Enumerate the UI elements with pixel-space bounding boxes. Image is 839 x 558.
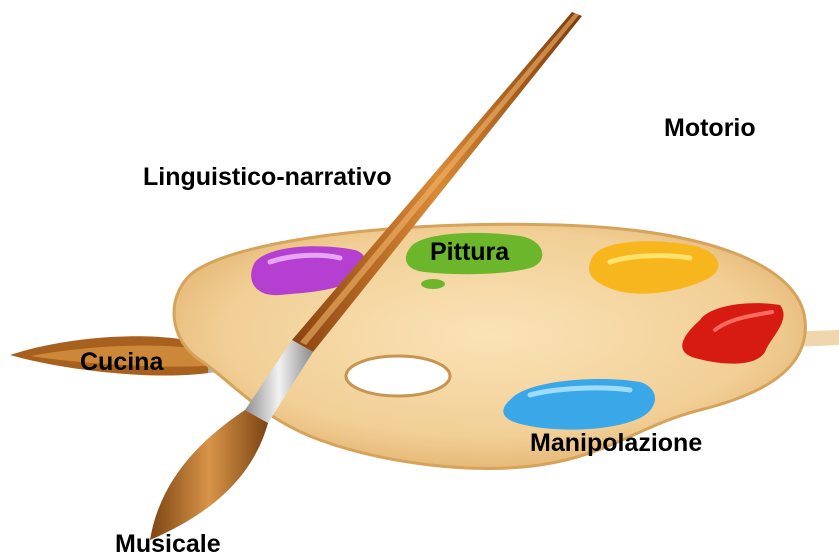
label-manipolazione: Manipolazione: [530, 431, 702, 456]
label-pittura: Pittura: [430, 240, 509, 265]
label-motorio: Motorio: [664, 116, 756, 141]
label-cucina: Cucina: [80, 350, 163, 375]
label-musicale: Musicale: [115, 532, 221, 557]
label-linguistico-narrativo: Linguistico-narrativo: [143, 165, 392, 190]
